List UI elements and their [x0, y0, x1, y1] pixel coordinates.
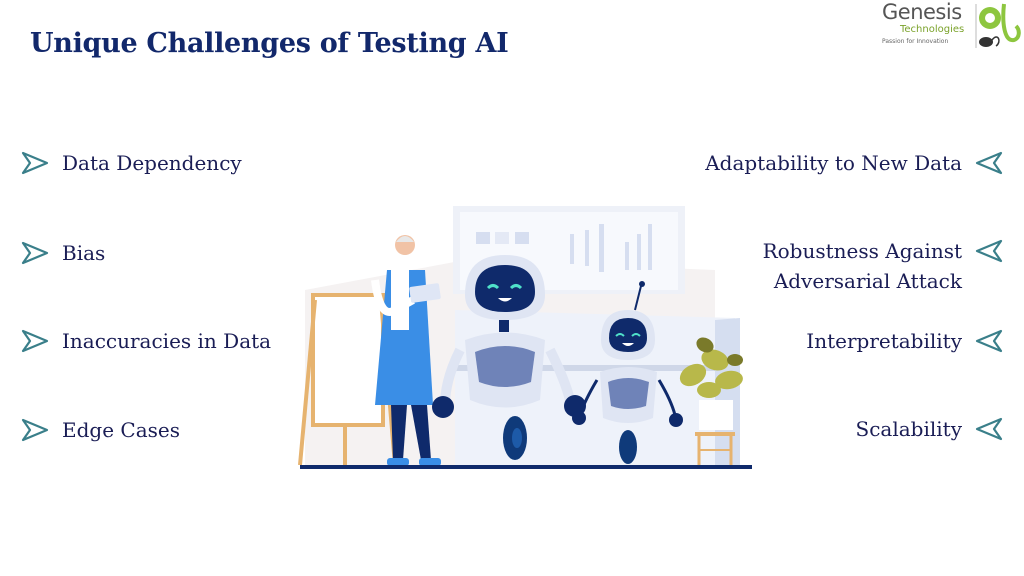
challenge-data-dependency: Data Dependency [20, 148, 242, 178]
arrow-left-icon [975, 239, 1003, 263]
robots-lab-illustration [298, 206, 752, 469]
challenge-interpretability: Interpretability [806, 326, 1004, 356]
challenge-label-line1: Robustness Against [762, 239, 962, 263]
arrow-right-icon [21, 241, 49, 265]
company-logo: Genesis Technologies Passion for Innovat… [878, 0, 1022, 52]
challenge-label: Bias [62, 241, 106, 265]
challenge-bias: Bias [20, 238, 105, 268]
arrow-left-icon [975, 329, 1003, 353]
arrow-right-icon [21, 418, 49, 442]
challenge-edge-cases: Edge Cases [20, 415, 180, 445]
challenge-inaccuracies: Inaccuracies in Data [20, 326, 271, 356]
page-title: Unique Challenges of Testing AI [30, 28, 509, 59]
qt-mouse-logo-icon [975, 3, 1021, 48]
challenge-label: Scalability [855, 417, 962, 441]
challenge-adaptability: Adaptability to New Data [705, 148, 1004, 178]
arrow-left-icon [975, 151, 1003, 175]
challenge-label: Interpretability [806, 329, 962, 353]
arrow-right-icon [21, 329, 49, 353]
challenge-label: Data Dependency [62, 151, 242, 175]
challenge-label: Inaccuracies in Data [62, 329, 272, 353]
logo-tagline: Passion for Innovation [882, 38, 949, 45]
challenge-scalability: Scalability [856, 414, 1004, 444]
challenge-label: Edge Cases [62, 418, 180, 442]
logo-subtitle: Technologies [900, 24, 965, 35]
logo-brand: Genesis [882, 0, 962, 24]
arrow-left-icon [975, 417, 1003, 441]
challenge-robustness: Robustness Against Adversarial Attack [763, 236, 1004, 296]
challenge-label: Adaptability to New Data [705, 151, 962, 175]
arrow-right-icon [21, 151, 49, 175]
challenge-label-line2: Adversarial Attack [773, 269, 962, 293]
